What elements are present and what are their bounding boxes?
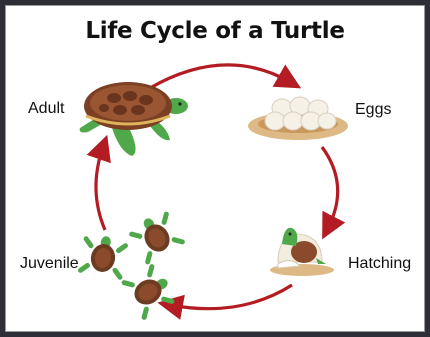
stage-label-hatching: Hatching xyxy=(348,255,411,273)
juvenile-turtle-left xyxy=(81,233,127,277)
juvenile-turtle-bottom xyxy=(124,264,177,318)
adult-turtle-icon xyxy=(80,82,188,156)
stage-label-adult: Adult xyxy=(28,100,64,118)
stage-label-juvenile: Juvenile xyxy=(20,255,79,273)
stage-label-eggs: Eggs xyxy=(355,101,391,119)
arrow-adult-to-eggs xyxy=(150,65,290,88)
eggs-icon xyxy=(248,97,348,140)
juvenile-turtle-top xyxy=(129,209,183,262)
hatchling-icon xyxy=(270,228,334,276)
arrow-eggs-to-hatching xyxy=(322,147,338,228)
arrow-hatching-to-juvenile xyxy=(170,285,292,309)
arrow-juvenile-to-adult xyxy=(96,147,105,230)
juvenile-turtles-icon xyxy=(81,209,183,317)
